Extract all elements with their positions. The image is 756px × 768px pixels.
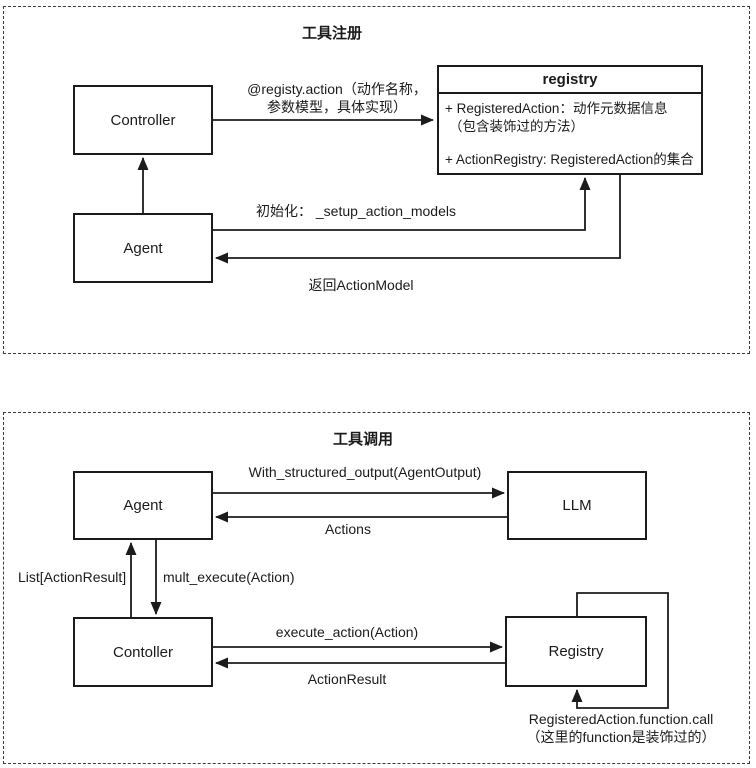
invocation-agent-box: Agent [73, 471, 213, 540]
registry-attr-action-registry: + ActionRegistry: RegisteredAction的集合 [445, 152, 694, 167]
invocation-panel [3, 412, 750, 764]
registry-class-title: registry [439, 67, 701, 94]
registry-attr-registered-action-note: （包含装饰过的方法） [449, 119, 584, 134]
registry-attr-registered-action: + RegisteredAction：动作元数据信息 [445, 101, 668, 116]
registration-panel [3, 6, 750, 354]
agent-box: Agent [73, 213, 213, 283]
llm-box: LLM [507, 471, 647, 540]
arrow-agent-to-registry-init [213, 177, 591, 231]
invocation-controller-box: Contoller [73, 617, 213, 687]
invocation-title: 工具调用 [332, 431, 394, 448]
invocation-controller-label: Contoller [112, 643, 174, 661]
invocation-registry-label: Registry [548, 643, 604, 660]
arrow-registry-self-loop [571, 592, 669, 709]
registry-class-box: registry + RegisteredAction：动作元数据信息 （包含装… [437, 65, 703, 175]
register-action-label: @registy.action（动作名称， 参数模型，具体实现） [247, 81, 427, 115]
registration-title: 工具注册 [301, 25, 363, 42]
invocation-agent-label: Agent [123, 497, 163, 514]
arrow-registry-to-agent-return [215, 175, 621, 264]
agent-box-label: Agent [123, 239, 163, 257]
mult-execute-label: mult_execute(Action) [163, 569, 295, 585]
controller-box-label: Controller [110, 111, 176, 129]
return-actionmodel-label: 返回ActionModel [308, 277, 414, 293]
structured-output-label: With_structured_output(AgentOutput) [248, 464, 482, 480]
llm-box-label: LLM [562, 497, 592, 514]
actions-label: Actions [325, 521, 371, 537]
init-label: 初始化： _setup_action_models [256, 203, 456, 219]
action-result-label: ActionResult [307, 671, 387, 687]
controller-box: Controller [73, 85, 213, 155]
execute-action-label: execute_action(Action) [275, 624, 419, 640]
registry-class-body: + RegisteredAction：动作元数据信息 （包含装饰过的方法） + … [439, 94, 701, 169]
function-call-label: RegisteredAction.function.call （这里的funct… [526, 711, 716, 745]
list-action-result-label: List[ActionResult] [18, 569, 127, 585]
invocation-registry-box: Registry [505, 616, 647, 687]
